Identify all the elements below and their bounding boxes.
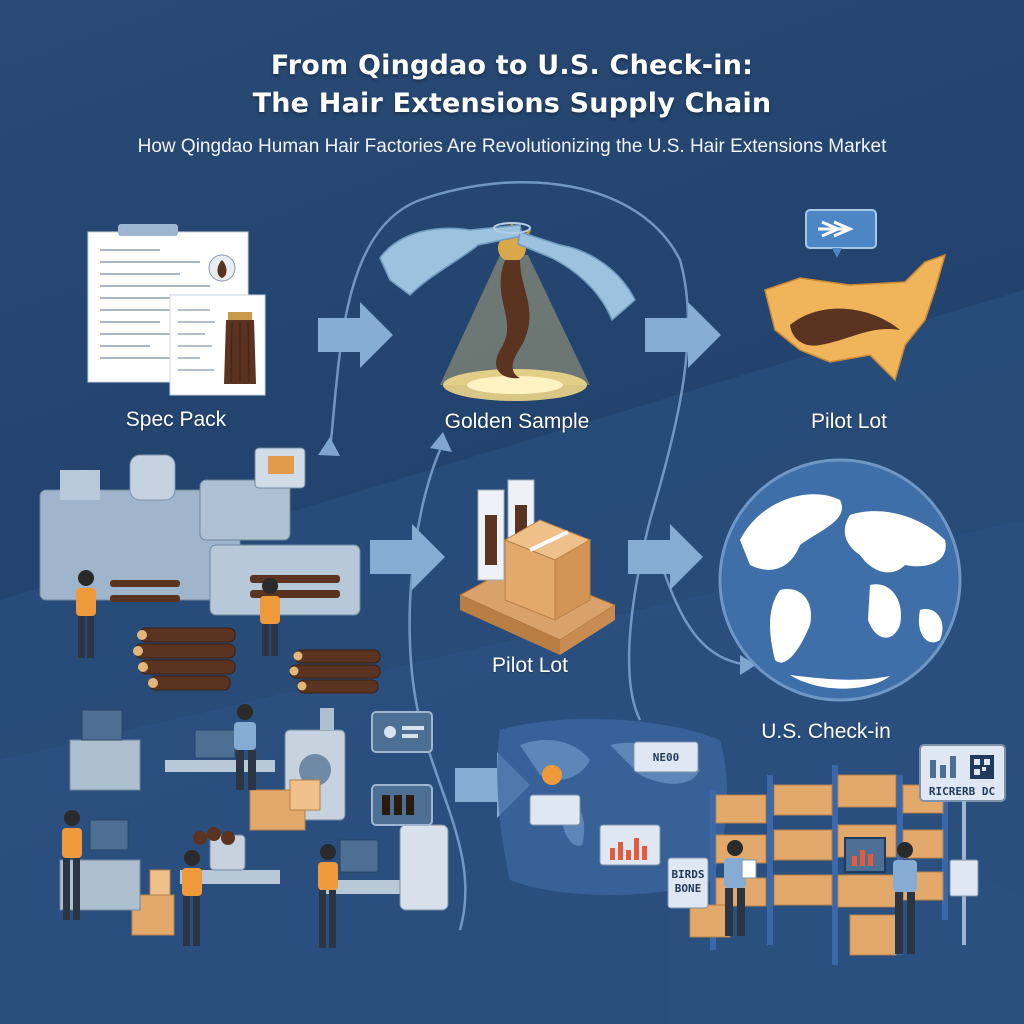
worker-figure xyxy=(724,840,757,936)
world-map-panel xyxy=(497,718,727,895)
globe-illustration xyxy=(718,458,962,702)
worker-figure xyxy=(260,578,280,656)
arrow-pallet-to-globe xyxy=(628,524,703,590)
worker-figure xyxy=(893,842,917,954)
arrow-golden-to-pilot xyxy=(645,302,721,368)
worker-figure xyxy=(318,844,338,948)
flow-curve-right xyxy=(658,559,751,667)
stage-label-golden-sample: Golden Sample xyxy=(444,410,590,433)
us-map-illustration xyxy=(764,209,947,382)
stage-label-spec-pack: Spec Pack xyxy=(125,408,227,431)
curve-arrowhead xyxy=(430,432,452,452)
worker-figure xyxy=(62,810,82,920)
operations-office-illustration xyxy=(59,704,449,948)
curve-arrowhead xyxy=(318,437,340,456)
map-icon-orange xyxy=(542,765,562,785)
stage-label-pilot-lot-top: Pilot Lot xyxy=(811,410,887,433)
stage-label-pilot-lot-mid: Pilot Lot xyxy=(492,654,568,677)
worker-figure xyxy=(182,850,202,946)
subtitle: How Qingdao Human Hair Factories Are Rev… xyxy=(137,136,887,157)
spec-pack-documents xyxy=(87,224,266,396)
warehouse-illustration xyxy=(667,744,1024,1024)
stage-label-us-checkin: U.S. Check-in xyxy=(761,720,891,743)
map-panel-sign-text: NE00 xyxy=(653,751,680,764)
factory-illustration xyxy=(39,447,381,694)
title-line-2: The Hair Extensions Supply Chain xyxy=(252,88,772,119)
arrow-spec-to-golden xyxy=(318,302,393,368)
arrow-factory-to-pallet xyxy=(370,524,445,590)
small-sign-text-line1: BIRDS xyxy=(671,868,704,881)
cardboard-boxes xyxy=(131,779,321,936)
block-arrows xyxy=(318,302,721,818)
pallet-with-box-illustration xyxy=(458,479,617,655)
worker-figure xyxy=(234,704,256,790)
warehouse-sign-text: RICRERB DC xyxy=(929,785,995,798)
golden-sample-illustration xyxy=(379,222,636,401)
curve-arrowhead xyxy=(740,655,756,675)
small-sign-text-line2: BONE xyxy=(675,882,702,895)
worker-figure xyxy=(76,570,96,658)
title-line-1: From Qingdao to U.S. Check-in: xyxy=(270,50,754,81)
